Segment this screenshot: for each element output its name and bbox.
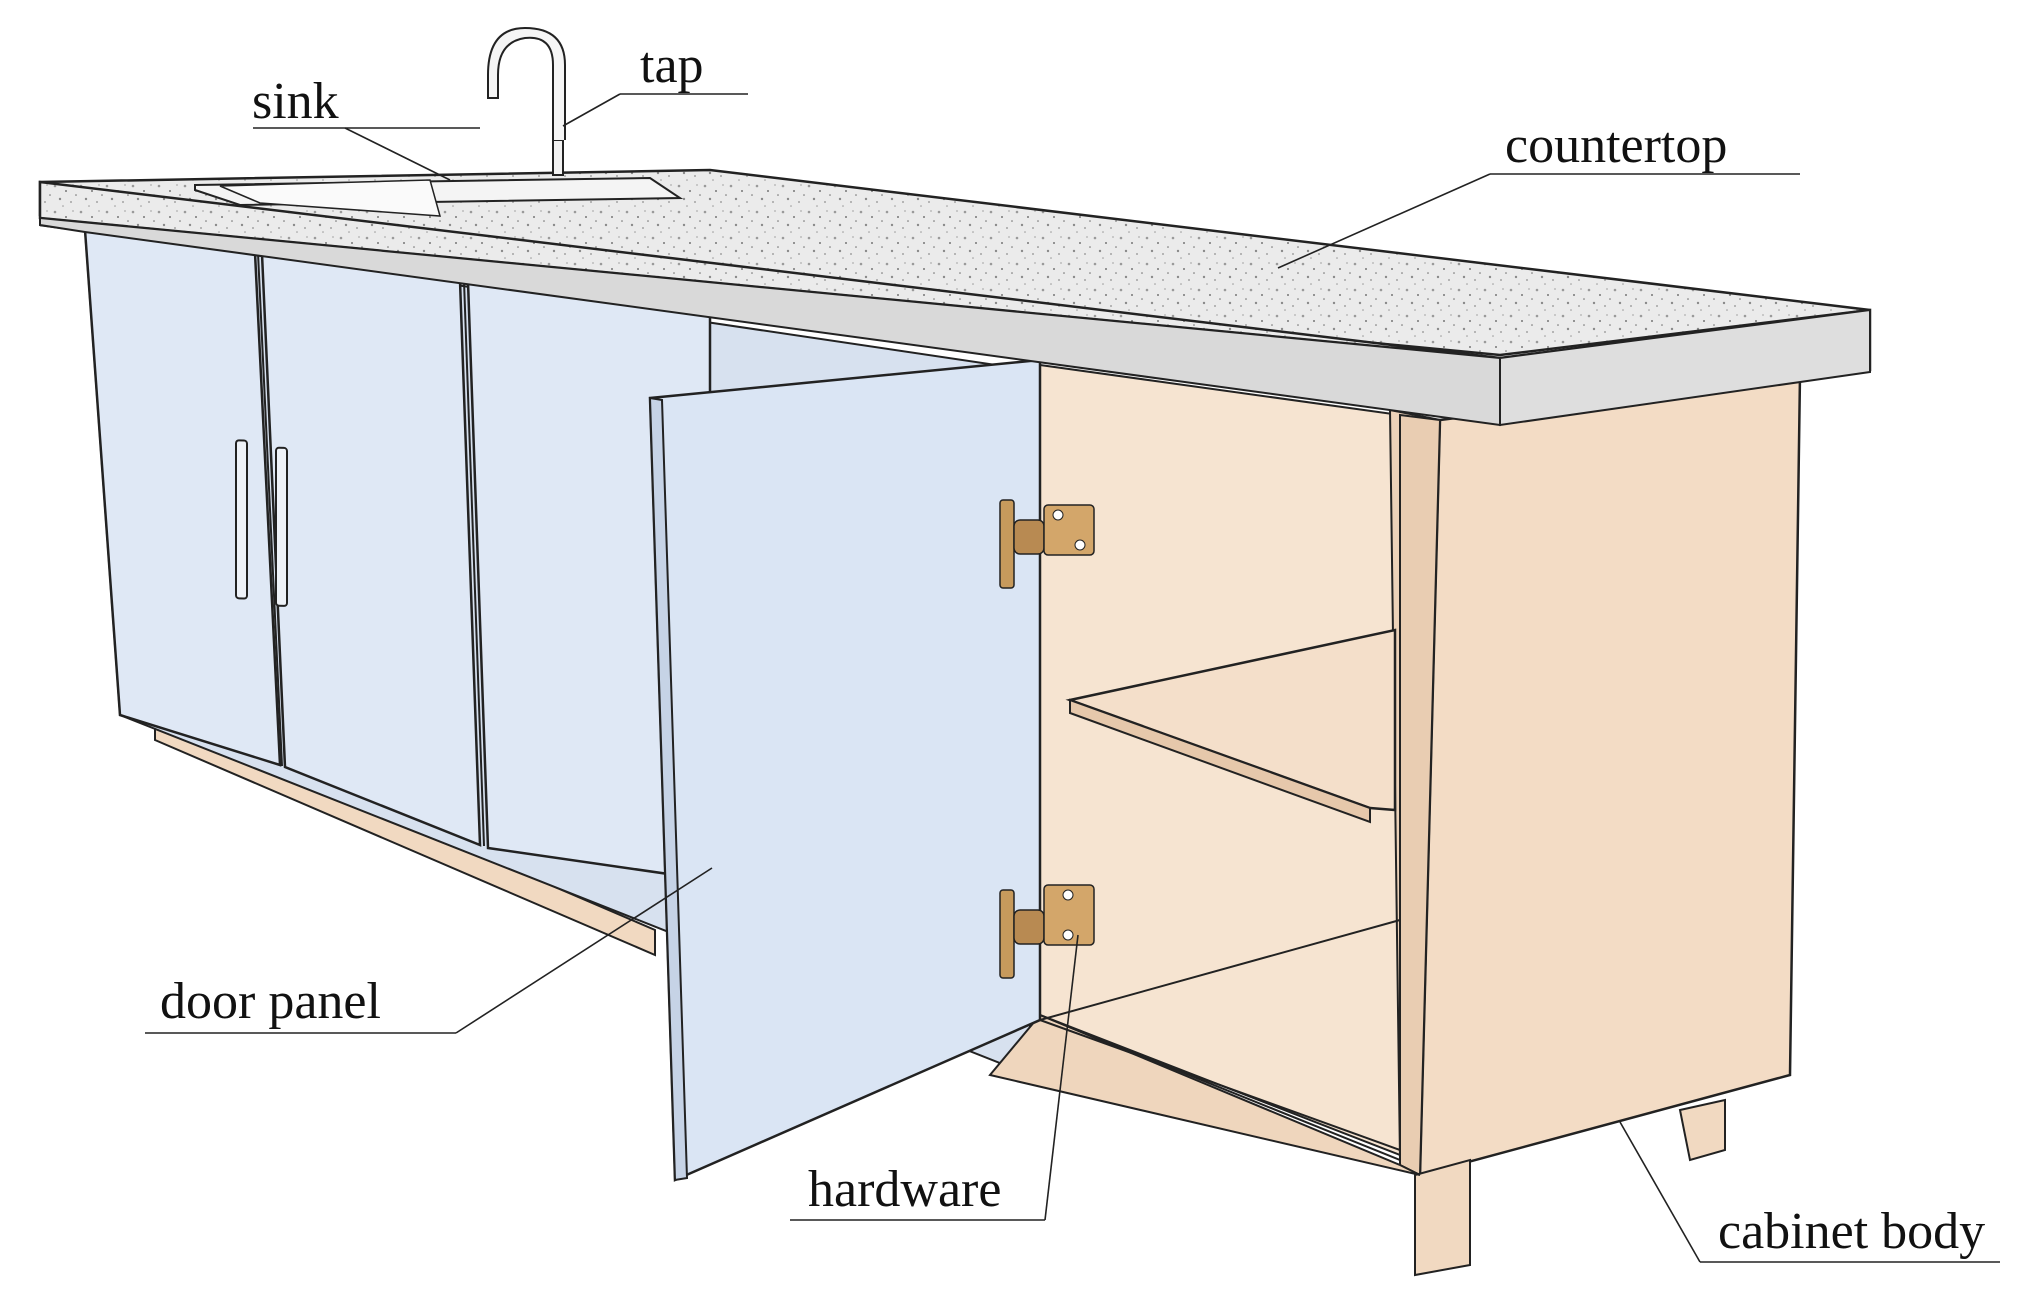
hinge-top <box>999 499 1095 589</box>
leg-back <box>1678 1098 1726 1162</box>
cabinet-bottom <box>988 1013 1421 1176</box>
open-door-edge <box>648 396 689 1182</box>
countertop-front <box>39 216 1501 427</box>
shelf-edge <box>1069 698 1371 824</box>
door-1 <box>83 228 282 767</box>
hinge-bottom <box>999 884 1095 979</box>
label-door-panel: door panel <box>160 973 381 1030</box>
leader-lines <box>145 93 2000 1263</box>
leg-front <box>1414 1158 1471 1277</box>
door-handle-right <box>275 446 288 607</box>
countertop-side <box>1499 308 1871 427</box>
cabinet-side-panel <box>1418 373 1802 1177</box>
label-hardware: hardware <box>808 1161 1001 1218</box>
open-door-panel <box>648 358 1042 1182</box>
label-cabinet-body: cabinet body <box>1718 1203 1985 1260</box>
sink-inner <box>219 179 442 217</box>
tap-spout <box>552 139 564 176</box>
label-tap: tap <box>640 37 704 94</box>
label-sink: sink <box>252 73 339 130</box>
door-2 <box>260 252 482 847</box>
door-handle-left <box>235 439 248 600</box>
tap-neck <box>487 26 566 140</box>
label-countertop: countertop <box>1505 117 1727 174</box>
